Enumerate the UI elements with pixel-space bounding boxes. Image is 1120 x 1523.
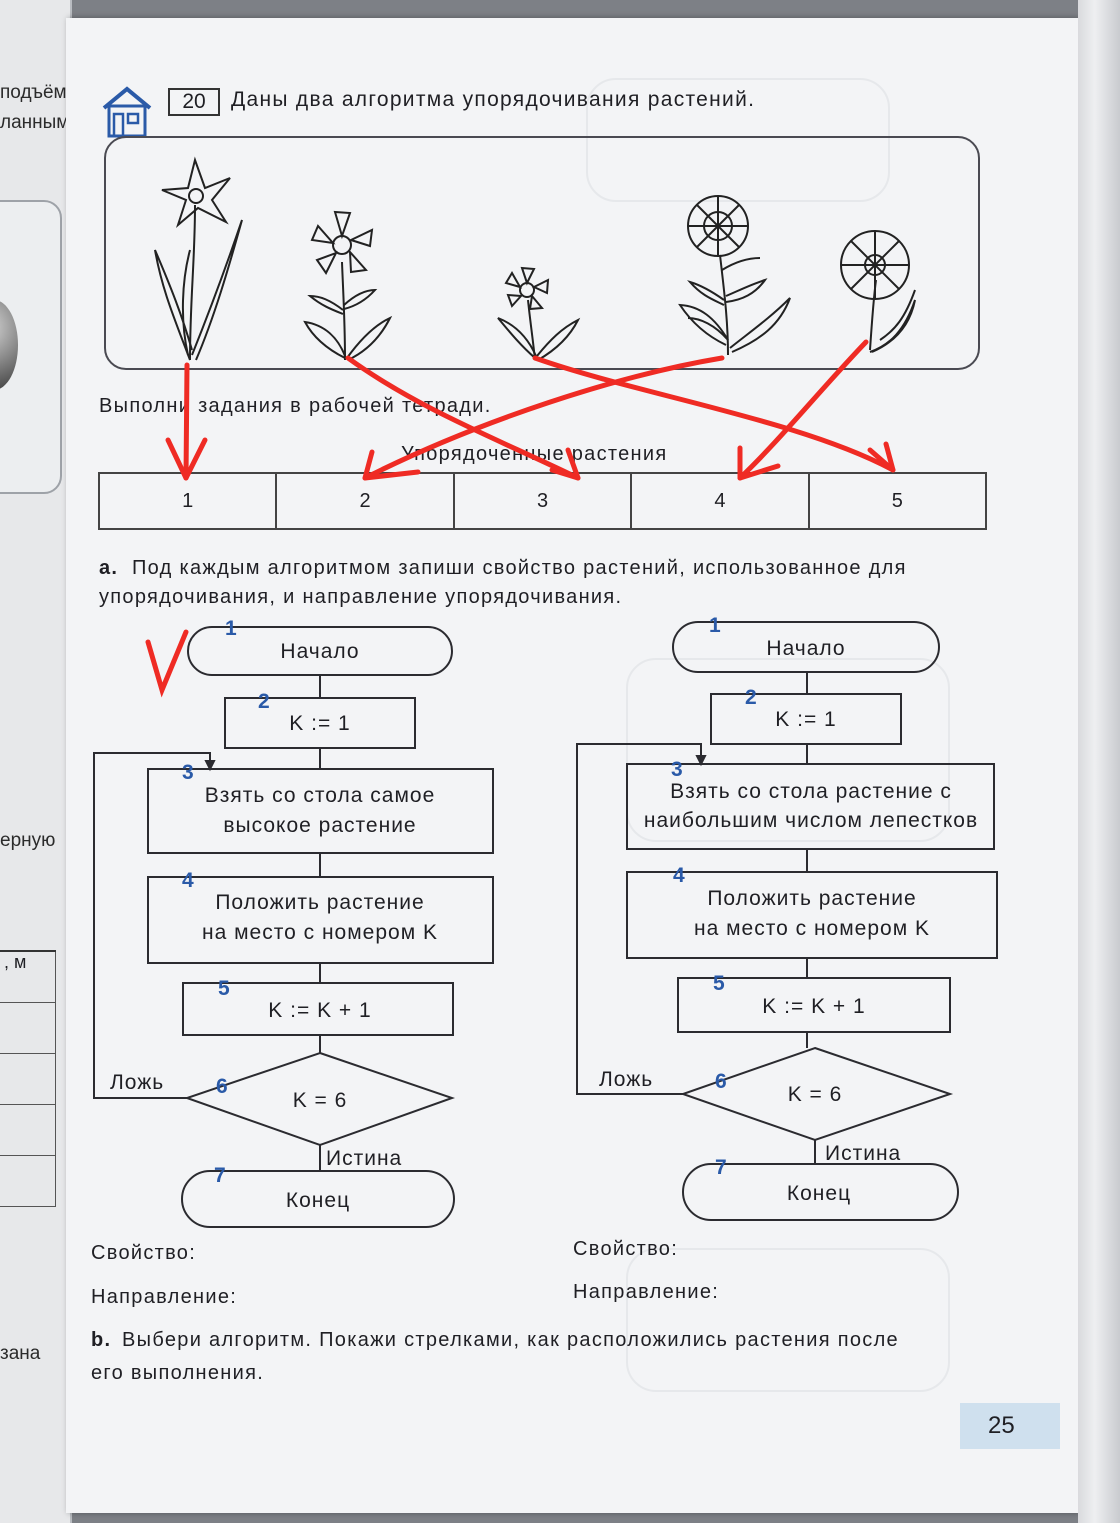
part-b-label: b. — [91, 1329, 112, 1351]
take-block — [626, 763, 995, 850]
block-number: 7 — [715, 1156, 727, 1179]
put-block — [626, 871, 998, 959]
part-a-line-2: упорядочивания, и направление упорядочив… — [99, 586, 623, 608]
end-label: Конец — [787, 1182, 851, 1205]
end-label: Конец — [286, 1189, 350, 1212]
order-table: 1 2 3 4 5 — [98, 472, 987, 530]
false-label: Ложь — [110, 1071, 164, 1094]
block-number: 4 — [673, 864, 685, 887]
start-label: Начало — [280, 640, 359, 663]
increment-block — [182, 982, 454, 1036]
block-number: 5 — [218, 977, 230, 1000]
order-cell-2[interactable]: 2 — [277, 474, 455, 528]
true-label: Истина — [825, 1142, 901, 1165]
page-number: 25 — [960, 1403, 1060, 1449]
take-label-1: Взять со стола растение с — [670, 780, 952, 803]
put-block — [147, 876, 494, 964]
order-cell-5[interactable]: 5 — [891, 489, 903, 512]
left-page-ball-image — [0, 300, 18, 390]
order-cell-3[interactable]: 3 — [455, 474, 633, 528]
put-label-1: Положить растение — [707, 887, 916, 910]
block-number: 6 — [715, 1070, 727, 1093]
assign-label: K := 1 — [289, 712, 350, 735]
order-cell-1[interactable]: 1 — [100, 474, 278, 528]
left-page-fragment: ланным — [0, 112, 70, 133]
left-page-table: , м — [0, 950, 56, 1207]
house-icon — [100, 84, 154, 145]
block-number: 2 — [745, 686, 757, 709]
start-label: Начало — [766, 637, 845, 660]
right-page-edge — [1078, 0, 1120, 1523]
plant-1-drawing — [154, 156, 243, 361]
true-label: Истина — [326, 1147, 402, 1170]
left-page-edge: подъём ланным ерную , м зана — [0, 0, 72, 1523]
left-table-header: , м — [4, 952, 27, 972]
take-label-1: Взять со стола самое — [205, 784, 436, 807]
plant-5-drawing — [840, 230, 916, 353]
task-title: Даны два алгоритма упорядочивания растен… — [231, 88, 756, 111]
put-label-1: Положить растение — [215, 891, 424, 914]
direction-label-1: Направление: — [91, 1286, 238, 1308]
condition-label: K = 6 — [788, 1083, 843, 1106]
block-number: 1 — [225, 617, 237, 640]
direction-label-2: Направление: — [573, 1281, 720, 1303]
put-label-2: на место с номером K — [694, 917, 930, 940]
block-number: 3 — [671, 758, 683, 781]
plant-2-drawing — [303, 210, 393, 361]
block-number: 2 — [258, 690, 270, 713]
part-b-line-2: его выполнения. — [91, 1362, 265, 1384]
left-page-fragment: подъём — [0, 82, 67, 103]
block-number: 4 — [182, 869, 194, 892]
end-block — [682, 1163, 959, 1221]
block-number: 1 — [709, 614, 721, 637]
table-caption: Упорядоченные растения — [401, 443, 668, 465]
part-a-line-1: Под каждым алгоритмом запиши свойство ра… — [132, 557, 907, 579]
condition-label: K = 6 — [293, 1089, 348, 1112]
property-label-1: Свойство: — [91, 1242, 197, 1264]
take-label-2: высокое растение — [223, 814, 416, 837]
task-number: 20 — [168, 88, 220, 116]
part-a-label: a. — [99, 557, 119, 579]
plant-3-drawing — [497, 266, 581, 361]
left-page-fragment: ерную — [0, 830, 56, 851]
take-block — [147, 768, 494, 854]
block-number: 6 — [216, 1075, 228, 1098]
left-page-fragment: зана — [0, 1343, 41, 1364]
end-block — [181, 1170, 455, 1228]
put-label-2: на место с номером K — [202, 921, 438, 944]
increment-label: K := K + 1 — [762, 995, 865, 1018]
part-b-line-1: Выбери алгоритм. Покажи стрелками, как р… — [122, 1329, 899, 1351]
instruction-text: Выполни задания в рабочей тетради. — [99, 395, 492, 417]
block-number: 7 — [214, 1164, 226, 1187]
false-label: Ложь — [599, 1068, 653, 1091]
flowchart-algorithm-1: 1 Начало 2 K := 1 3 Взять со стола самое… — [93, 617, 494, 1228]
increment-label: K := K + 1 — [268, 999, 371, 1022]
assign-label: K := 1 — [775, 708, 836, 731]
block-number: 3 — [182, 761, 194, 784]
flowchart-algorithm-2: 1 Начало 2 K := 1 3 Взять со стола расте… — [576, 614, 998, 1221]
take-label-2: наибольшим числом лепестков — [644, 809, 978, 832]
block-number: 5 — [713, 972, 725, 995]
property-label-2: Свойство: — [573, 1238, 679, 1260]
order-cell-4[interactable]: 4 — [632, 474, 810, 528]
increment-block — [677, 977, 951, 1033]
plant-4-drawing — [678, 195, 791, 356]
